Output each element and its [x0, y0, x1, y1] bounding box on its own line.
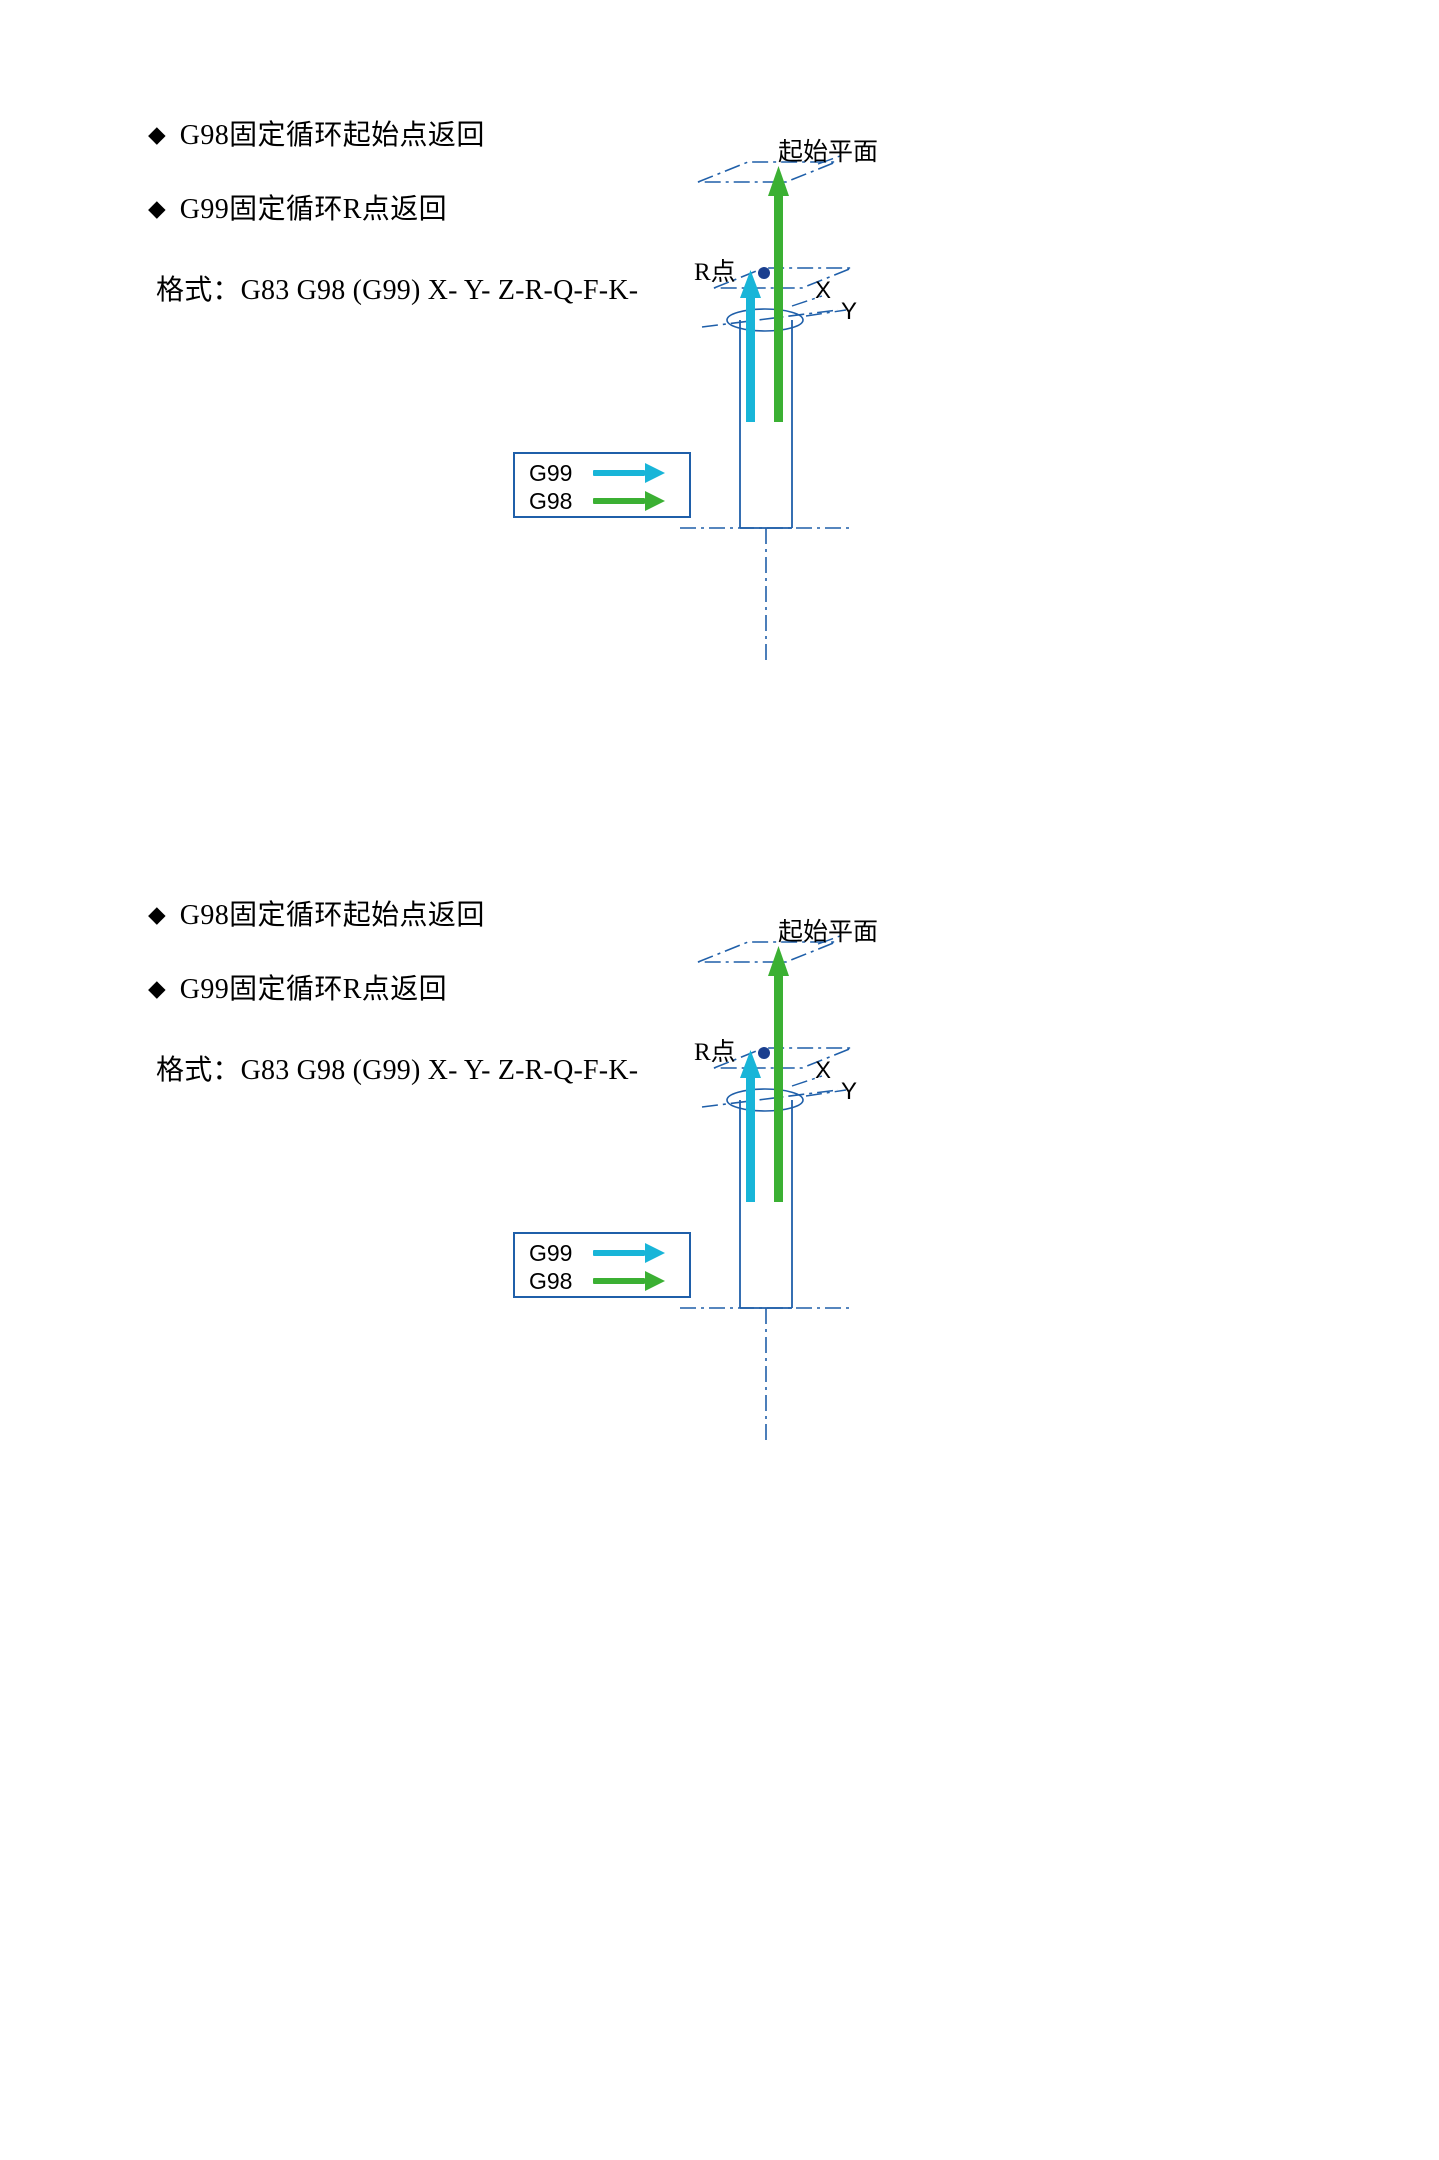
bullet-label-g98: G98固定循环起始点返回	[179, 900, 485, 931]
bullet-label-g98: G98固定循环起始点返回	[179, 120, 485, 151]
label-start-plane-2: 起始平面	[778, 919, 879, 946]
legend-arrow-g99-icon	[593, 1243, 667, 1263]
gcode-format-line-1: 格式：G83 G98 (G99) X- Y- Z-R-Q-F-K-	[156, 275, 639, 307]
content-block-1: ◆ G98固定循环起始点返回 ◆ G99固定循环R点返回 格式：G83 G98 …	[0, 120, 1439, 1020]
diamond-bullet-icon: ◆	[148, 902, 166, 927]
legend-row-g99: G99	[529, 1239, 679, 1267]
gcode-format-line-2: 格式：G83 G98 (G99) X- Y- Z-R-Q-F-K-	[156, 1055, 639, 1087]
legend-row-g99: G99	[529, 459, 679, 487]
label-start-plane-1: 起始平面	[778, 139, 879, 166]
diamond-bullet-icon: ◆	[148, 976, 166, 1002]
legend-row-g98: G98	[529, 1267, 679, 1295]
legend-box-1: G99 G98	[513, 452, 691, 518]
label-axis-x-2: X	[815, 1057, 832, 1084]
bullet-item-g98-1: ◆ G98固定循环起始点返回	[148, 120, 708, 152]
legend-label-g99: G99	[529, 459, 573, 486]
legend-row-g98: G98	[529, 487, 679, 515]
legend-box-2: G99 G98	[513, 1232, 691, 1298]
legend-arrow-g98-icon	[593, 491, 667, 511]
legend-label-g99: G99	[529, 1239, 573, 1266]
drilling-cycle-diagram-2: 起始平面 R点 X Y	[640, 900, 1000, 1460]
bullet-item-g99-2: ◆ G99固定循环R点返回	[148, 974, 708, 1006]
diamond-bullet-icon: ◆	[148, 196, 166, 222]
label-axis-y-2: Y	[841, 1078, 858, 1105]
content-block-2: ◆ G98固定循环起始点返回 ◆ G99固定循环R点返回 格式：G83 G98 …	[0, 900, 1439, 1800]
drilling-cycle-diagram-1: 起始平面 R点 X Y	[640, 120, 1000, 680]
label-r-point-2: R点	[694, 1039, 736, 1066]
legend-label-g98: G98	[529, 487, 573, 514]
label-axis-x-1: X	[815, 277, 832, 304]
text-column-2: ◆ G98固定循环起始点返回 ◆ G99固定循环R点返回 格式：G83 G98 …	[148, 900, 708, 1088]
label-axis-y-1: Y	[841, 298, 858, 325]
diamond-bullet-icon: ◆	[148, 122, 166, 147]
bullet-label-g99: G99固定循环R点返回	[179, 194, 448, 226]
label-r-point-1: R点	[694, 259, 736, 286]
legend-arrow-g99-icon	[593, 463, 667, 483]
bullet-item-g98-2: ◆ G98固定循环起始点返回	[148, 900, 708, 932]
text-column-1: ◆ G98固定循环起始点返回 ◆ G99固定循环R点返回 格式：G83 G98 …	[148, 120, 708, 308]
bullet-item-g99-1: ◆ G99固定循环R点返回	[148, 194, 708, 226]
bullet-label-g99: G99固定循环R点返回	[179, 974, 448, 1006]
legend-label-g98: G98	[529, 1267, 573, 1294]
legend-arrow-g98-icon	[593, 1271, 667, 1291]
